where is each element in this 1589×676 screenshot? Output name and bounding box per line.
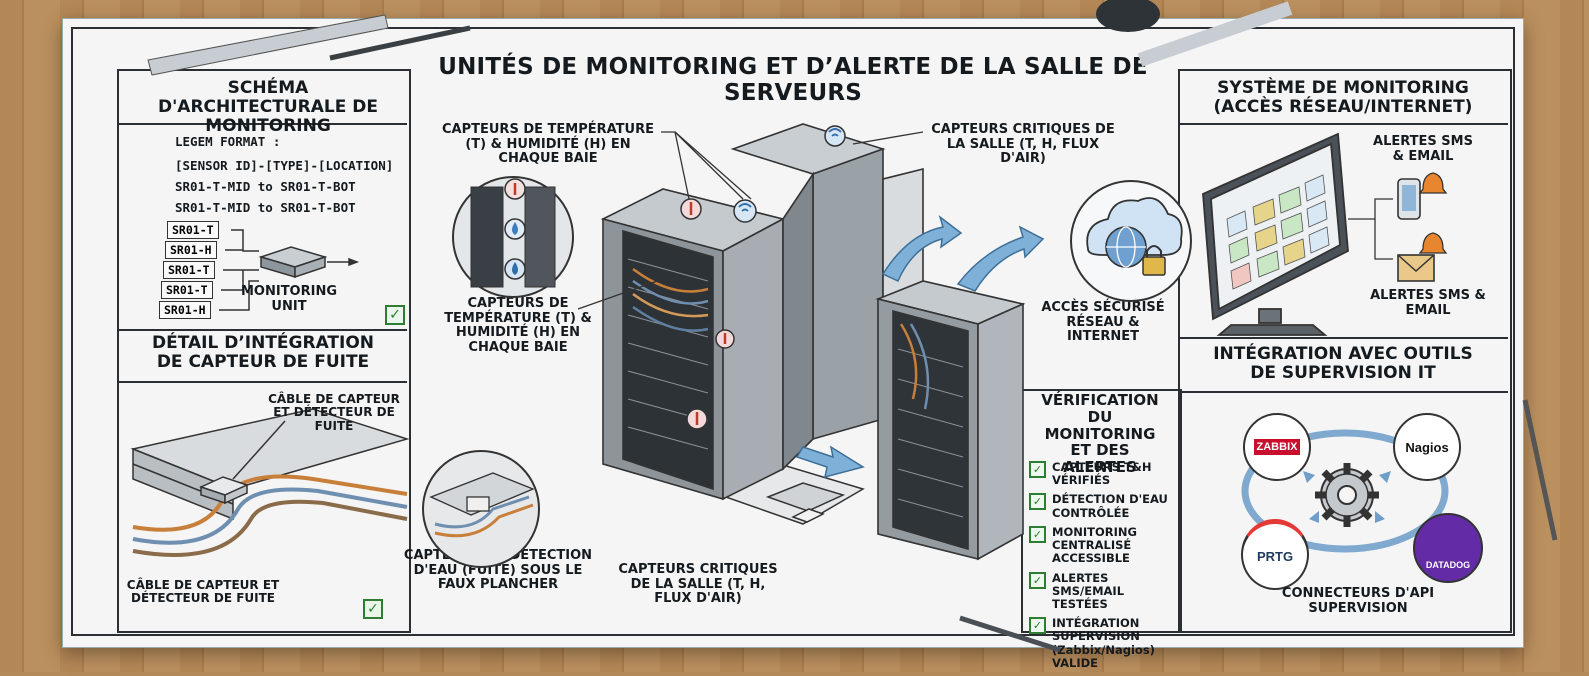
integration-title: INTÉGRATION AVEC OUTILS DE SUPERVISION I… — [1213, 344, 1473, 384]
verification-item: ✓ DÉTECTION D'EAU CONTRÔLÉE — [1029, 493, 1177, 519]
secure-access-label: ACCÈS SÉCURISÉ RÉSEAU & INTERNET — [1041, 300, 1165, 345]
server-room-illustration — [422, 123, 1192, 568]
check-icon: ✓ — [1029, 525, 1046, 543]
monitor-dashboard-illustration — [1202, 132, 1448, 336]
outer-frame — [71, 27, 1515, 636]
callout-rack-sensors-top: CAPTEURS DE TEMPÉRATURE (T) & HUMIDITÉ (… — [442, 122, 654, 167]
legend-line-format: [SENSOR ID]-[TYPE]-[LOCATION] — [175, 158, 394, 173]
leak-detail-drawing — [130, 408, 410, 557]
bell-icon — [1418, 172, 1448, 254]
legend-title: LEGEM FORMAT : — [175, 134, 281, 149]
integration-diagram — [1241, 429, 1449, 553]
alert-label-top: ALERTES SMS & EMAIL — [1373, 134, 1473, 164]
verification-item-label: CAPTEURS T&H VÉRIFIÉS — [1052, 460, 1152, 488]
prtg-logo-text: PRTG — [1256, 548, 1294, 564]
right-panel-frame — [1178, 69, 1512, 633]
check-icon: ✓ — [385, 305, 405, 325]
monitoring-unit-label: MONITORING UNIT — [240, 284, 338, 314]
verification-title: VÉRIFICATION DU MONITORING ET DES ALERTE… — [1041, 391, 1159, 477]
callout-room-sensors-top: CAPTEURS CRITIQUES DE LA SALLE (T, H, FL… — [931, 122, 1115, 167]
right-divider-3 — [1178, 391, 1508, 393]
zabbix-logo-text: ZABBIX — [1253, 439, 1301, 455]
left-divider-2 — [117, 329, 407, 331]
verification-item: ✓ INTÉGRATION SUPERVISION (Zabbix/Nagios)… — [1029, 617, 1177, 670]
left-divider-3 — [117, 381, 407, 383]
callout-rack-sensors-mid: CAPTEURS DE TEMPÉRATURE (T) & HUMIDITÉ (… — [444, 296, 592, 355]
monitoring-unit-box — [258, 246, 328, 279]
sensor-tag: SR01-T — [163, 261, 215, 279]
verification-item: ✓ CAPTEURS T&H VÉRIFIÉS — [1029, 460, 1177, 488]
right-divider-2 — [1178, 337, 1508, 339]
prtg-logo: PRTG — [1241, 519, 1309, 590]
cloud-globe-icon — [1070, 180, 1192, 302]
nagios-logo: Nagios — [1393, 413, 1461, 481]
sensor-wiring — [219, 229, 360, 311]
right-divider-1 — [1178, 123, 1508, 125]
monitoring-system-title: SYSTÈME DE MONITORING (ACCÈS RÉSEAU/INTE… — [1213, 78, 1473, 118]
callout-room-sensors-bottom: CAPTEURS CRITIQUES DE LA SALLE (T, H, FL… — [618, 562, 778, 607]
datadog-logo: DATADOG — [1413, 513, 1483, 583]
leak-label-top: CÂBLE DE CAPTEUR ET DÉTECTEUR DE FUITE — [268, 392, 400, 433]
left-panel-frame — [117, 69, 411, 633]
verification-item-label: ALERTES SMS/EMAIL TESTÉES — [1052, 570, 1125, 611]
sensor-tag: SR01-T — [167, 221, 219, 239]
leak-label-bottom: CÂBLE DE CAPTEUR ET DÉTECTEUR DE FUITE — [126, 578, 280, 606]
left-divider-1 — [117, 123, 407, 125]
verification-item-label: MONITORING CENTRALISÉ ACCESSIBLE — [1052, 524, 1137, 566]
sensor-tag: SR01-H — [165, 241, 217, 259]
check-icon: ✓ — [1029, 571, 1046, 589]
legend-line-range-1: SR01-T-MID to SR01-T-BOT — [175, 179, 356, 194]
gear-icon — [1315, 463, 1379, 527]
rack-magnifier — [452, 176, 574, 298]
page-title: UNITÉS DE MONITORING ET D’ALERTE DE LA S… — [438, 54, 1148, 106]
sensor-tag: SR01-H — [159, 301, 211, 319]
sensor-tag: SR01-T — [161, 281, 213, 299]
pencil-props — [147, 0, 1558, 653]
verification-item: ✓ MONITORING CENTRALISÉ ACCESSIBLE — [1029, 524, 1177, 566]
api-connectors-label: CONNECTEURS D'API SUPERVISION — [1281, 586, 1435, 616]
verification-item: ✓ ALERTES SMS/EMAIL TESTÉES — [1029, 570, 1177, 612]
zabbix-logo: ZABBIX — [1243, 413, 1311, 481]
nagios-logo-text: Nagios — [1405, 439, 1449, 455]
verification-item-label: DÉTECTION D'EAU CONTRÔLÉE — [1052, 492, 1168, 520]
phone-icon — [1397, 178, 1421, 220]
leak-detail-title: DÉTAIL D’INTÉGRATION DE CAPTEUR DE FUITE — [151, 333, 375, 373]
check-icon: ✓ — [1029, 617, 1046, 635]
check-icon: ✓ — [363, 599, 383, 619]
datadog-logo-text: DATADOG — [1425, 560, 1471, 570]
check-icon: ✓ — [1029, 461, 1046, 478]
verification-list: ✓ CAPTEURS T&H VÉRIFIÉS ✓ DÉTECTION D'EAU … — [1029, 460, 1177, 676]
legend-line-range-2: SR01-T-MID to SR01-T-BOT — [175, 200, 356, 215]
water-sensor-magnifier — [422, 450, 540, 568]
envelope-icon — [1397, 254, 1435, 282]
architecture-title: SCHÉMA D'ARCHITECTURALE DE MONITORING — [157, 78, 378, 137]
check-icon: ✓ — [1029, 493, 1046, 511]
blueprint-sheet: UNITÉS DE MONITORING ET D’ALERTE DE LA S… — [62, 18, 1524, 669]
verification-item-label: INTÉGRATION SUPERVISION (Zabbix/Nagios) … — [1052, 616, 1155, 670]
alert-label-bottom: ALERTES SMS & EMAIL — [1370, 288, 1486, 318]
